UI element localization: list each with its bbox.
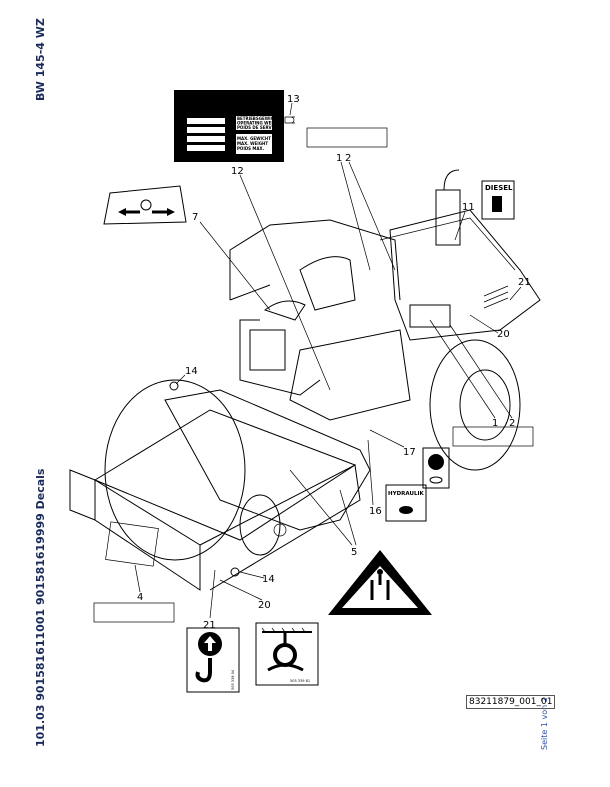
hydraulik-decal: HYDRAULIK <box>385 484 427 522</box>
callout-7: 7 <box>192 212 198 223</box>
callout-5: 5 <box>351 547 357 558</box>
plate-text: MAX. GEWICHT <box>237 136 271 141</box>
steering-decal <box>103 185 187 225</box>
drawing-id: 83211879_001_01 <box>466 695 556 709</box>
callout-20: 20 <box>258 600 271 611</box>
callout-16: 16 <box>369 506 382 517</box>
callout-14: 14 <box>262 574 275 585</box>
callout-2: 2 <box>345 153 351 164</box>
plate-text: POIDS MAX. <box>237 146 265 151</box>
diesel-decal: DIESEL <box>481 180 515 220</box>
filler-decal <box>422 447 450 489</box>
callout-13: 13 <box>287 94 300 105</box>
plate-text: POIDS DE SERVICE <box>237 125 279 130</box>
callout-1: 1 <box>336 153 342 164</box>
crush-warning-decal <box>328 550 432 615</box>
callout-4: 4 <box>137 592 143 603</box>
blank-label <box>452 426 534 447</box>
lifting-point-decal: 505 339 04 <box>186 627 240 693</box>
callout-21: 21 <box>518 277 531 288</box>
plate-text: MAX. WEIGHT <box>237 141 268 146</box>
roller-machine <box>69 169 541 591</box>
weight-plate: BETRIEBSGEWICHT OPERATING WEIGHT POIDS D… <box>174 90 284 162</box>
callout-12: 12 <box>231 166 244 177</box>
callout-20: 20 <box>497 329 510 340</box>
callout-2: 2 <box>509 418 515 429</box>
callout-21: 21 <box>203 620 216 631</box>
fuel-pump-icon <box>492 196 502 212</box>
blank-label <box>93 602 175 623</box>
callout-11: 11 <box>462 202 475 213</box>
plate-text: OPERATING WEIGHT <box>237 121 282 126</box>
callout-1: 1 <box>492 418 498 429</box>
leader-lines <box>134 102 522 619</box>
hydraulik-label: HYDRAULIK <box>388 491 424 497</box>
callout-14: 14 <box>185 366 198 377</box>
decal-code: 505 339 81 <box>290 679 310 683</box>
rivet-icon <box>284 116 295 124</box>
blank-label <box>306 127 388 148</box>
decal-code: 505 339 04 <box>231 669 235 690</box>
tie-down-decal: 505 339 81 <box>255 622 319 686</box>
plate-text: BETRIEBSGEWICHT <box>237 116 280 121</box>
diesel-label: DIESEL <box>485 184 513 192</box>
callout-17: 17 <box>403 447 416 458</box>
